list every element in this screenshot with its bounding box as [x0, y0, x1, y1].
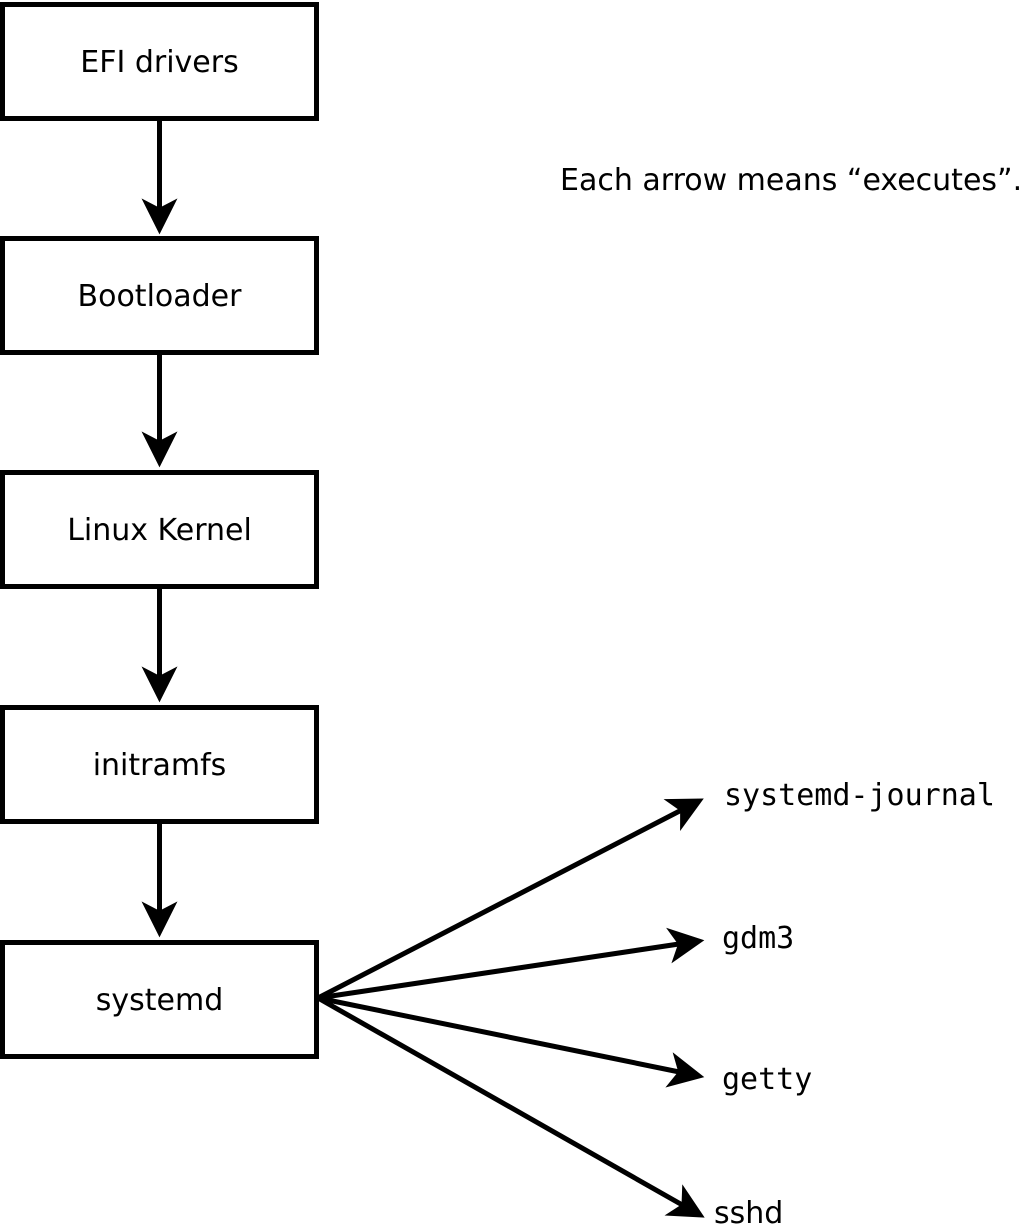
label-gdm3: gdm3 [722, 921, 794, 956]
box-label-efi-drivers: EFI drivers [80, 45, 238, 80]
label-sshd: sshd [714, 1196, 783, 1230]
box-label-initramfs: initramfs [93, 748, 227, 783]
box-label-systemd: systemd [96, 983, 224, 1018]
arrow-systemd-to-gdm3 [317, 927, 705, 1001]
arrow-systemd-to-sshd [316, 995, 705, 1218]
box-initramfs [0, 705, 319, 824]
box-systemd [0, 940, 319, 1059]
box-linux-kernel [0, 470, 319, 589]
box-label-linux-kernel: Linux Kernel [67, 513, 252, 548]
box-bootloader [0, 236, 319, 355]
label-systemd-journal: systemd-journal [724, 778, 995, 813]
box-efi-drivers [0, 2, 319, 121]
label-getty: getty [722, 1062, 812, 1097]
arrow-systemd-to-getty [317, 995, 705, 1088]
diagram-caption: Each arrow means “executes”. [560, 163, 1022, 198]
box-label-bootloader: Bootloader [78, 279, 243, 314]
arrow-systemd-to-journal [316, 798, 704, 1001]
